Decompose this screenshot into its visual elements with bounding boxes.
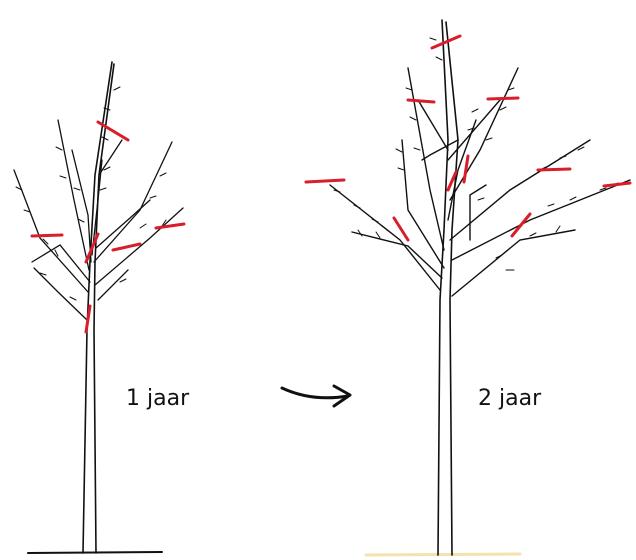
branches-2 [329, 67, 631, 297]
cut-mark [30, 233, 64, 238]
cut-mark [84, 232, 100, 264]
cut-mark [536, 167, 572, 172]
trunk-1 [82, 61, 115, 554]
cut-mark [486, 96, 520, 101]
cut-mark [111, 242, 142, 252]
cut-mark [446, 170, 458, 192]
branches-1 [13, 119, 184, 321]
tree-2-years [304, 19, 632, 557]
cut-mark [392, 216, 410, 242]
cut-marks-2 [304, 34, 632, 242]
cut-mark [304, 178, 346, 184]
cut-mark [154, 222, 186, 230]
trunk-2 [437, 19, 459, 556]
cut-mark [430, 34, 462, 50]
buds-1 [15, 86, 167, 301]
cut-mark [462, 154, 470, 184]
cut-marks-1 [30, 120, 186, 334]
tree-1-age-label: 1 jaar [126, 386, 190, 411]
tree-1-year [13, 61, 186, 554]
cut-mark [406, 98, 436, 104]
cut-mark [84, 304, 92, 334]
ground-line-1 [27, 551, 163, 554]
cut-mark [602, 181, 632, 188]
cut-mark [510, 212, 532, 238]
ground-line-2 [364, 552, 522, 557]
buds-2 [333, 37, 619, 271]
cut-mark [96, 120, 130, 142]
tree-2-age-label: 2 jaar [478, 386, 542, 411]
curved-arrow-right-icon [280, 384, 352, 408]
